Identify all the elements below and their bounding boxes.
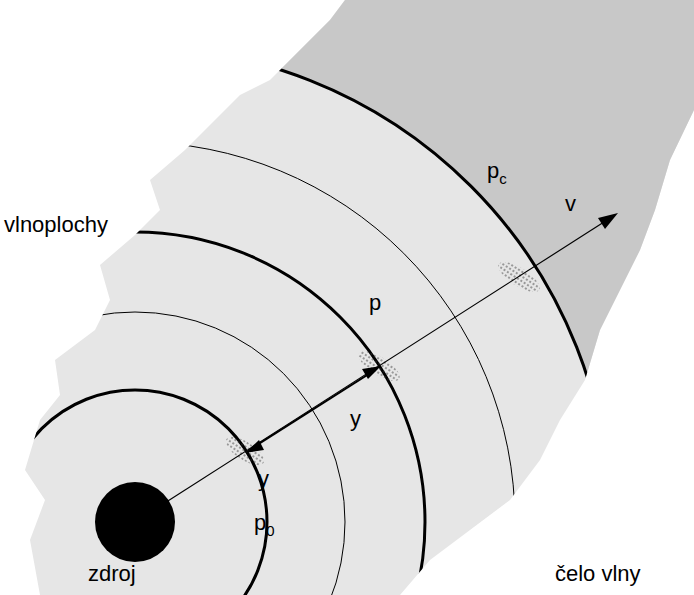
ray-line — [135, 222, 604, 522]
wavelength-arrow — [254, 372, 372, 447]
arrowhead — [245, 440, 264, 453]
wavelength-label: y — [350, 408, 361, 430]
velocity-label: v — [565, 193, 576, 215]
wave-front-label: čelo vlny — [555, 563, 641, 585]
wavefront-arc — [0, 312, 345, 595]
wave-front — [0, 47, 610, 595]
arrowhead — [362, 366, 381, 379]
pressure-label: pc — [487, 160, 507, 182]
pressure-label: p0 — [254, 512, 275, 534]
wavefront-arc — [0, 142, 515, 595]
wavefronts-label: vlnoplochy — [4, 214, 108, 236]
pressure-label: p — [369, 292, 381, 314]
wavefront-arc — [0, 232, 425, 595]
wavefront-arc — [3, 390, 267, 595]
source-label: zdroj — [88, 563, 136, 585]
velocity-arrowhead — [598, 213, 618, 229]
wavelength-label: y — [258, 468, 269, 490]
